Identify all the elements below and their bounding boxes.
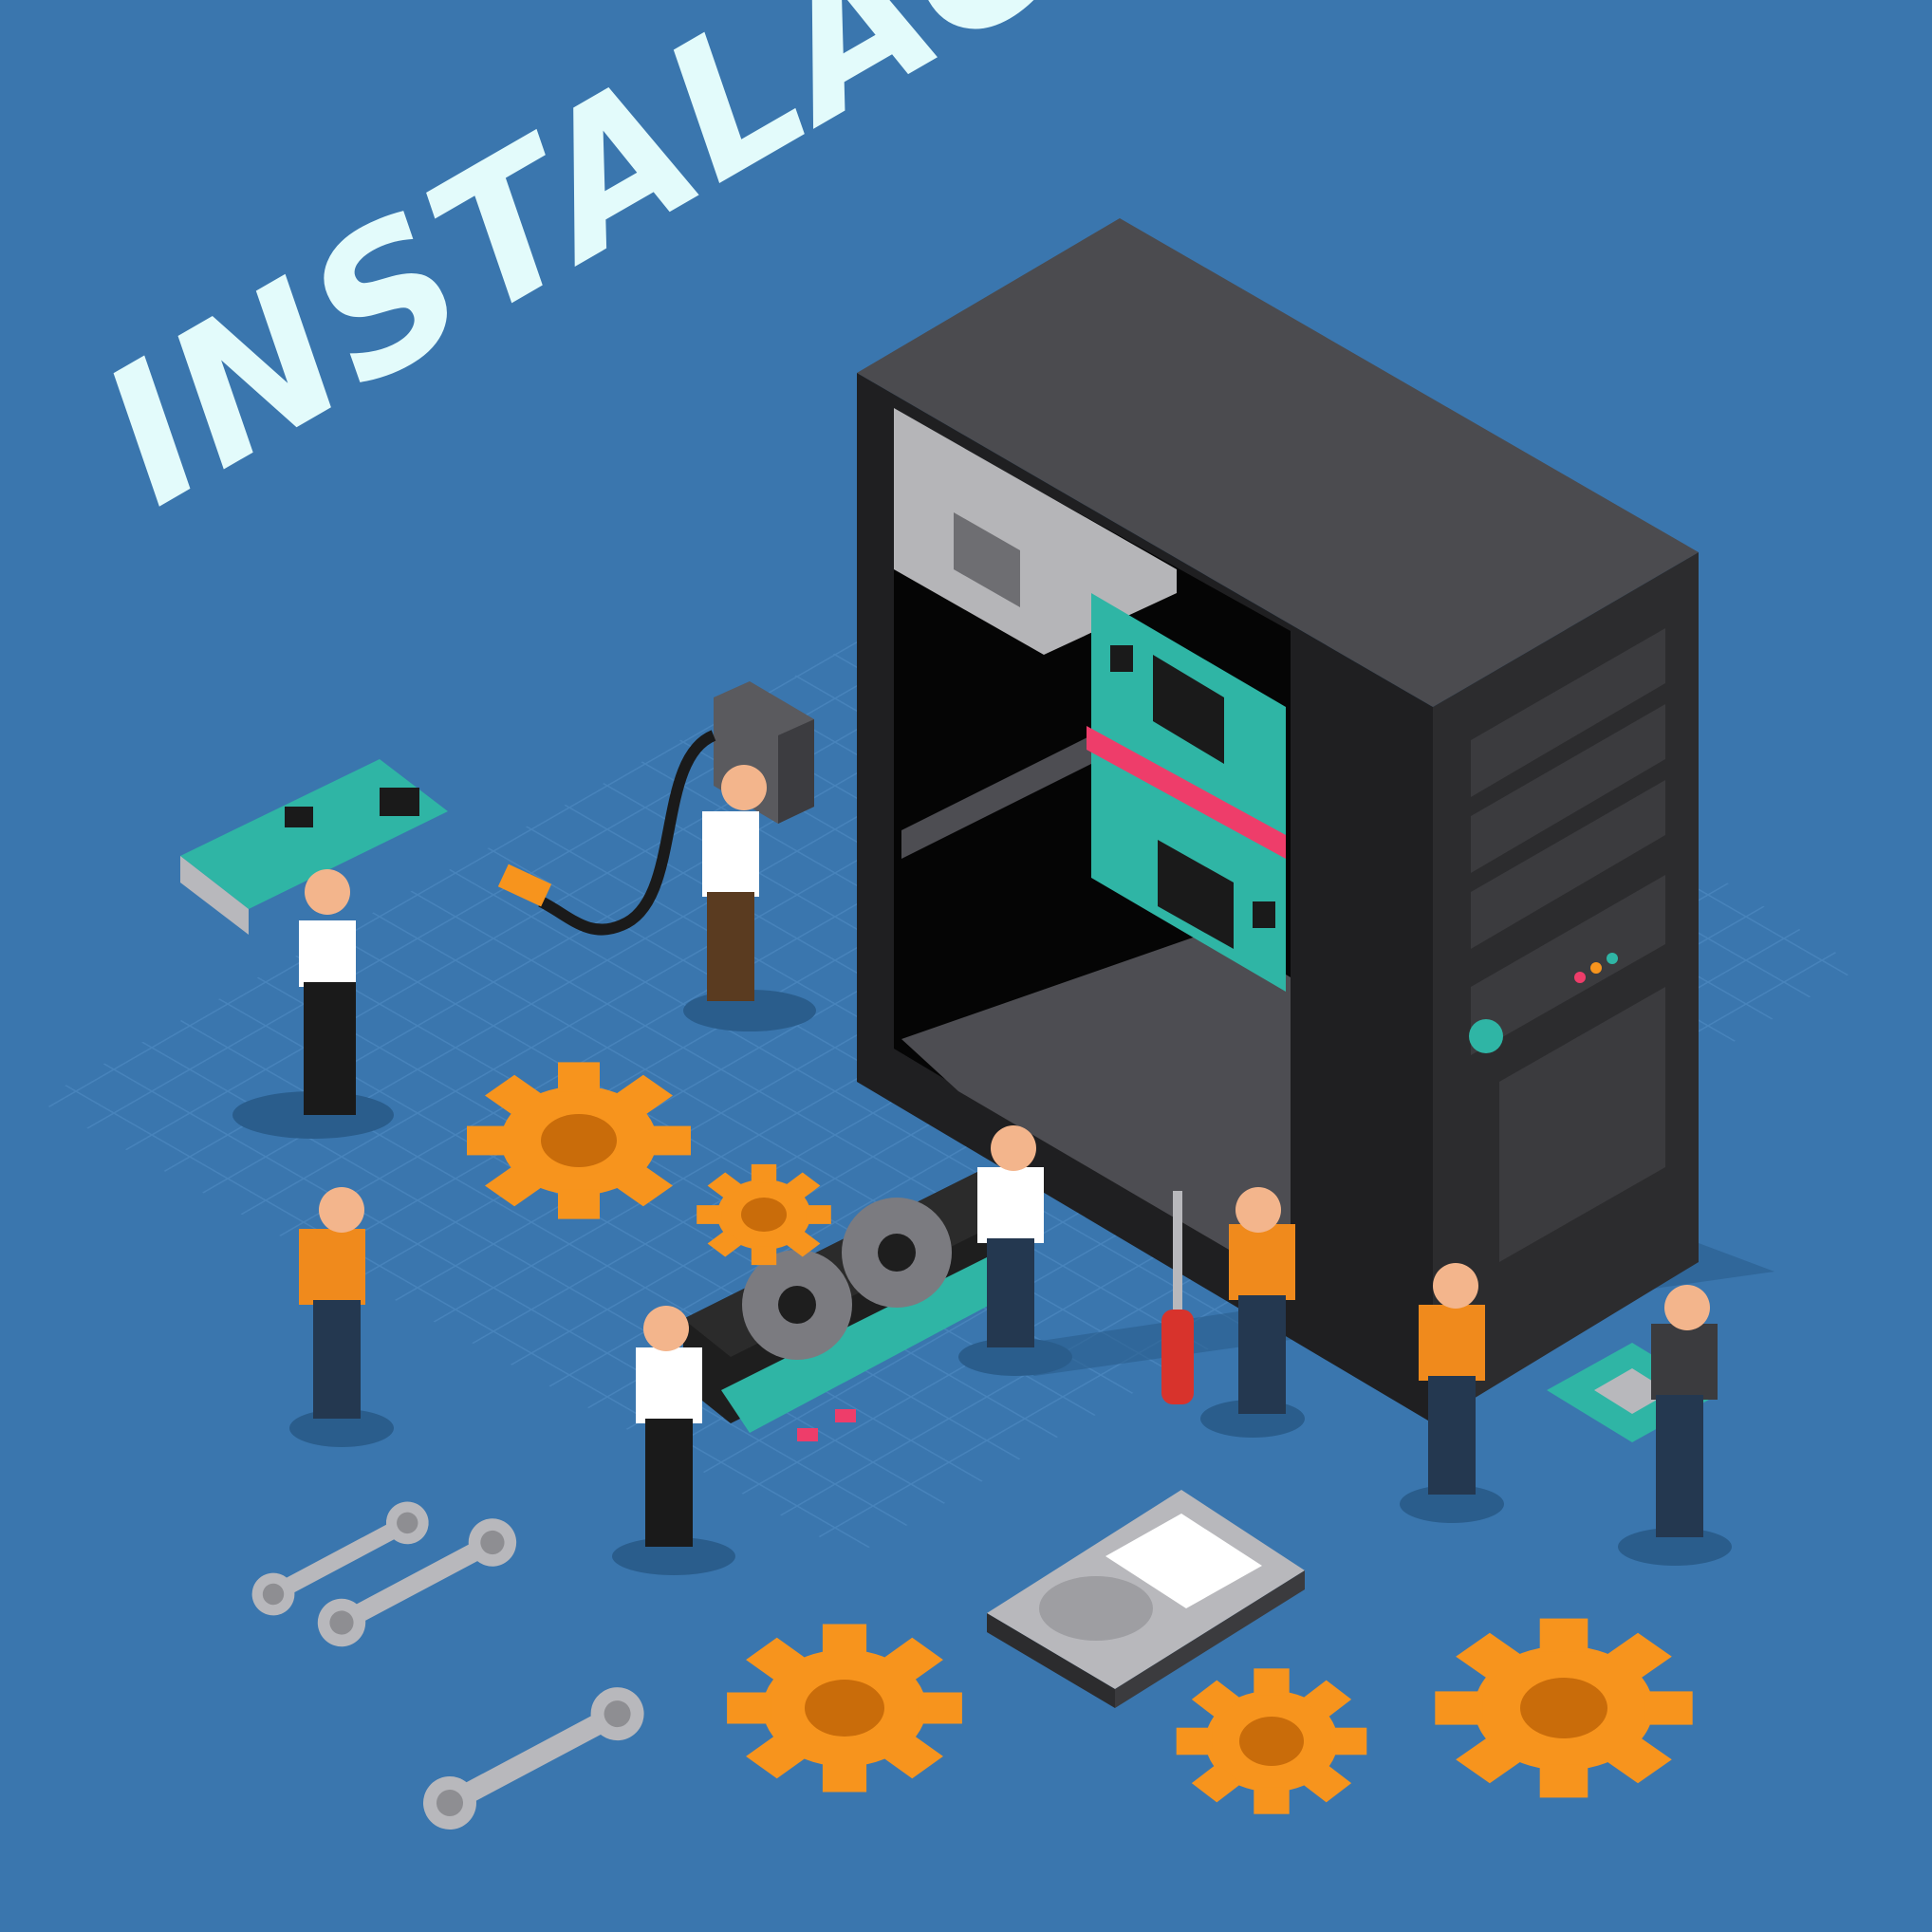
worker-icon xyxy=(289,1187,394,1447)
worker-icon xyxy=(1618,1285,1732,1566)
gear-icon xyxy=(1435,1618,1693,1798)
worker-icon xyxy=(612,1306,735,1575)
hard-drive-icon xyxy=(987,1490,1305,1708)
gear-icon xyxy=(1176,1668,1367,1814)
worker-icon xyxy=(1200,1187,1305,1438)
gear-icon xyxy=(467,1062,691,1219)
worker-icon xyxy=(958,1125,1072,1376)
graphics-card-icon xyxy=(683,1167,1034,1441)
power-button-icon xyxy=(1469,1019,1503,1053)
worker-icon xyxy=(683,765,816,1031)
gear-icon xyxy=(727,1624,962,1793)
ram-slot-icon xyxy=(1087,726,1286,859)
gear-icon xyxy=(697,1163,831,1266)
worker-icon xyxy=(1400,1263,1504,1523)
motherboard-icon xyxy=(1087,593,1286,992)
screwdriver-icon xyxy=(1161,1191,1194,1404)
expansion-card-icon xyxy=(180,759,448,935)
worker-icon xyxy=(232,869,394,1139)
